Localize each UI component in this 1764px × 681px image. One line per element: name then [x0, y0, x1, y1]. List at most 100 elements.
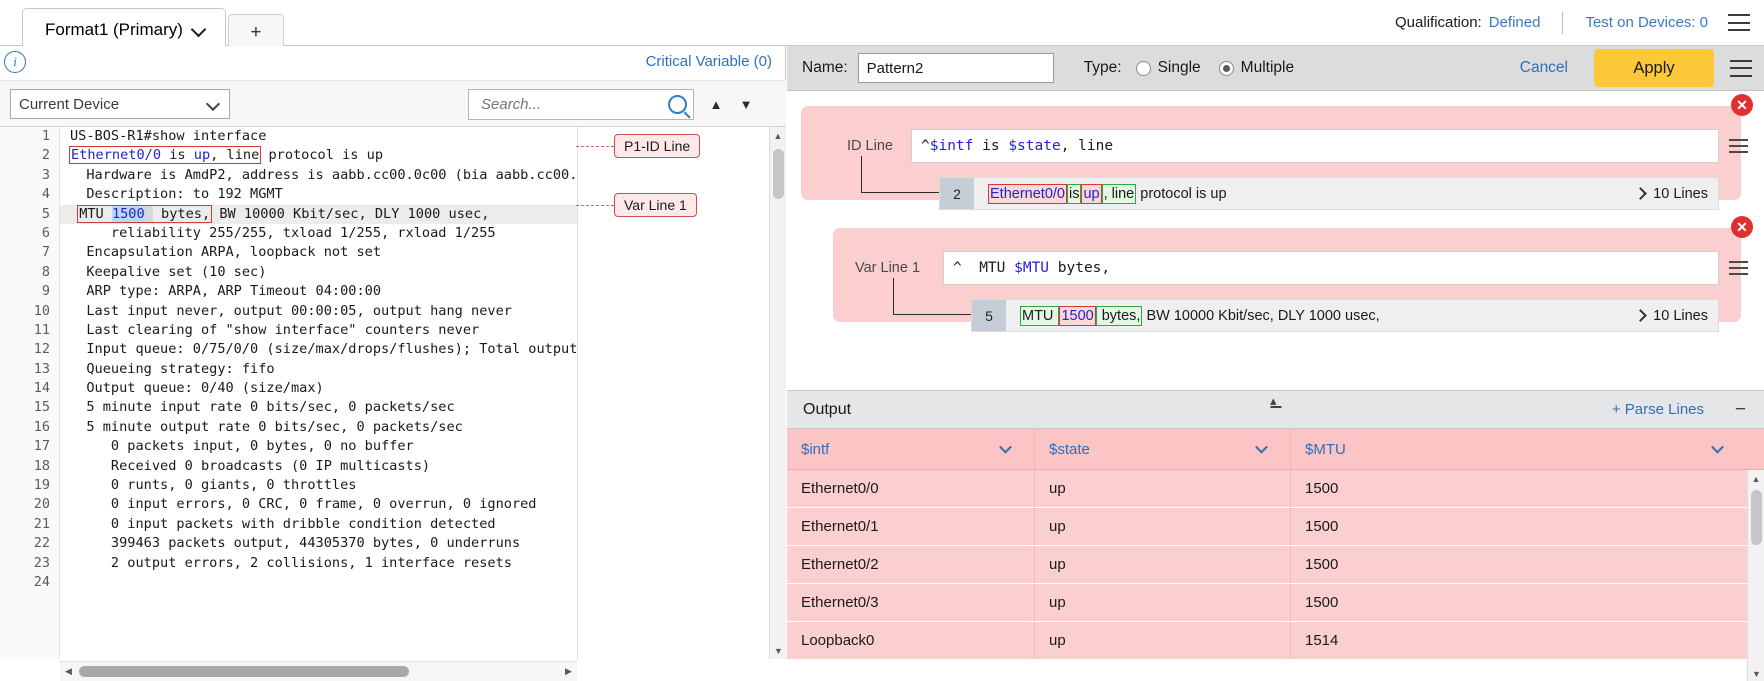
column-header-label: $MTU	[1305, 441, 1346, 458]
var-line-1-close-icon[interactable]: ✕	[1731, 216, 1753, 238]
scroll-right-arrow[interactable]: ▶	[560, 666, 577, 677]
column-header-state[interactable]: $state	[1035, 429, 1291, 469]
preview-line-number: 5	[972, 300, 1006, 331]
code-horizontal-scrollbar[interactable]: ◀ ▶	[60, 661, 577, 681]
code-line[interactable]: Output queue: 0/40 (size/max)	[60, 379, 577, 398]
code-line[interactable]: 0 packets input, 0 bytes, 0 no buffer	[60, 437, 577, 456]
tab-strip: Format1 (Primary) +	[22, 0, 284, 46]
qualification-value[interactable]: Defined	[1489, 14, 1541, 31]
code-line[interactable]: 0 input packets with dribble condition d…	[60, 515, 577, 534]
annotation-p1-id-line[interactable]: P1-ID Line	[614, 134, 700, 158]
id-line-preview-row[interactable]: 2 Ethernet0/0isup, line protocol is up 1…	[939, 177, 1719, 210]
table-row[interactable]: Ethernet0/1up1500	[787, 508, 1764, 546]
code-line[interactable]: 5 minute output rate 0 bits/sec, 0 packe…	[60, 418, 577, 437]
chevron-down-icon[interactable]	[1255, 441, 1268, 454]
var-line-1-preview-row[interactable]: 5 MTU 1500 bytes, BW 10000 Kbit/sec, DLY…	[971, 299, 1719, 332]
pattern-name-input[interactable]	[858, 53, 1054, 83]
code-line[interactable]: Received 0 broadcasts (0 IP multicasts)	[60, 457, 577, 476]
code-lines[interactable]: US-BOS-R1#show interfaceEthernet0/0 is u…	[60, 127, 577, 659]
scroll-up-arrow[interactable]: ▲	[770, 127, 786, 144]
tab-format1-primary[interactable]: Format1 (Primary)	[22, 8, 226, 50]
id-line-close-icon[interactable]: ✕	[1731, 94, 1753, 116]
hamburger-menu-icon[interactable]	[1730, 60, 1752, 77]
line-number: 22	[0, 534, 59, 553]
search-input[interactable]	[479, 95, 664, 114]
code-line[interactable]: Last clearing of "show interface" counte…	[60, 321, 577, 340]
table-row[interactable]: Ethernet0/3up1500	[787, 584, 1764, 622]
scroll-left-arrow[interactable]: ◀	[60, 666, 77, 677]
chevron-down-icon[interactable]	[999, 441, 1012, 454]
search-next-button[interactable]: ▼	[735, 93, 757, 115]
var-line-1-lines-button[interactable]: 10 Lines	[1636, 308, 1708, 324]
table-row[interactable]: Ethernet0/2up1500	[787, 546, 1764, 584]
left-toolbar: Current Device ▲ ▼	[0, 81, 786, 127]
scroll-down-arrow[interactable]: ▼	[1748, 665, 1764, 681]
scroll-down-arrow[interactable]: ▼	[770, 642, 787, 659]
type-label: Type:	[1084, 59, 1122, 77]
id-line-pattern-input[interactable]: ^$intf is $state, line	[911, 129, 1719, 163]
code-line[interactable]: 0 input errors, 0 CRC, 0 frame, 0 overru…	[60, 495, 577, 514]
device-select[interactable]: Current Device	[10, 89, 230, 119]
id-line-pattern-text: ^$intf is $state, line	[921, 138, 1113, 154]
code-line[interactable]: Encapsulation ARPA, loopback not set	[60, 243, 577, 262]
var-line-1-elbow-connector	[893, 278, 971, 315]
scroll-thumb[interactable]	[1751, 490, 1762, 545]
code-vertical-scrollbar[interactable]: ▲ ▼	[769, 127, 786, 659]
column-header-MTU[interactable]: $MTU	[1291, 429, 1746, 469]
info-icon[interactable]: i	[4, 51, 26, 73]
code-line[interactable]	[60, 573, 577, 592]
h-scroll-thumb[interactable]	[79, 666, 409, 677]
code-line[interactable]: Queueing strategy: fifo	[60, 360, 577, 379]
id-line-menu-icon[interactable]	[1729, 139, 1748, 153]
critical-variable-link[interactable]: Critical Variable (0)	[646, 53, 772, 70]
var-line-1-menu-icon[interactable]	[1729, 261, 1748, 275]
radio-single-dot[interactable]	[1136, 61, 1151, 76]
apply-button[interactable]: Apply	[1594, 49, 1714, 87]
code-line[interactable]: Keepalive set (10 sec)	[60, 263, 577, 282]
code-line[interactable]: Input queue: 0/75/0/0 (size/max/drops/fl…	[60, 340, 577, 359]
code-line[interactable]: 399463 packets output, 44305370 bytes, 0…	[60, 534, 577, 553]
var-line-1-pattern-input[interactable]: ^ MTU $MTU bytes,	[943, 251, 1719, 285]
code-line[interactable]: US-BOS-R1#show interface	[60, 127, 577, 146]
minimize-button[interactable]: −	[1735, 400, 1746, 419]
code-line[interactable]: 0 runts, 0 giants, 0 throttles	[60, 476, 577, 495]
table-cell: up	[1035, 622, 1291, 659]
search-icon[interactable]	[668, 95, 687, 114]
chevron-down-icon[interactable]	[1711, 441, 1724, 454]
code-line[interactable]: 5 minute input rate 0 bits/sec, 0 packet…	[60, 398, 577, 417]
radio-multiple-label: Multiple	[1241, 59, 1294, 77]
parse-lines-button[interactable]: + Parse Lines	[1612, 401, 1704, 418]
output-vertical-scrollbar[interactable]: ▲ ▼	[1747, 470, 1764, 681]
code-line[interactable]: reliability 255/255, txload 1/255, rxloa…	[60, 224, 577, 243]
code-line[interactable]: Hardware is AmdP2, address is aabb.cc00.…	[60, 166, 577, 185]
column-header-intf[interactable]: $intf	[787, 429, 1035, 469]
cancel-button[interactable]: Cancel	[1520, 59, 1568, 77]
code-line[interactable]: MTU 1500 bytes, BW 10000 Kbit/sec, DLY 1…	[60, 205, 577, 224]
line-number: 12	[0, 340, 59, 359]
code-line[interactable]: ARP type: ARPA, ARP Timeout 04:00:00	[60, 282, 577, 301]
table-row[interactable]: Loopback0up1514	[787, 622, 1764, 660]
search-prev-button[interactable]: ▲	[705, 93, 727, 115]
line-number: 10	[0, 302, 59, 321]
code-line[interactable]: Description: to 192 MGMT	[60, 185, 577, 204]
radio-multiple[interactable]: Multiple	[1219, 59, 1294, 77]
hamburger-menu-icon[interactable]	[1728, 14, 1750, 31]
table-cell: Ethernet0/0	[787, 470, 1035, 507]
code-line[interactable]: 2 output errors, 2 collisions, 1 interfa…	[60, 554, 577, 573]
id-line-lines-button[interactable]: 10 Lines	[1636, 186, 1708, 202]
code-line[interactable]: Ethernet0/0 is up, line protocol is up	[60, 146, 577, 165]
code-line[interactable]: Last input never, output 00:00:05, outpu…	[60, 302, 577, 321]
table-row[interactable]: Ethernet0/0up1500	[787, 470, 1764, 508]
annotation-var-line-1[interactable]: Var Line 1	[614, 193, 697, 217]
add-tab-button[interactable]: +	[228, 14, 284, 50]
search-box[interactable]	[468, 89, 694, 120]
radio-single[interactable]: Single	[1136, 59, 1201, 77]
scroll-up-arrow[interactable]: ▲	[1748, 470, 1764, 487]
table-cell: Loopback0	[787, 622, 1035, 659]
radio-multiple-dot[interactable]	[1219, 61, 1234, 76]
chevron-down-icon[interactable]	[193, 23, 207, 37]
eject-icon[interactable]: ▴	[1270, 394, 1281, 408]
scroll-thumb[interactable]	[773, 149, 784, 199]
test-on-devices-link[interactable]: Test on Devices: 0	[1585, 14, 1708, 31]
table-cell: up	[1035, 546, 1291, 583]
